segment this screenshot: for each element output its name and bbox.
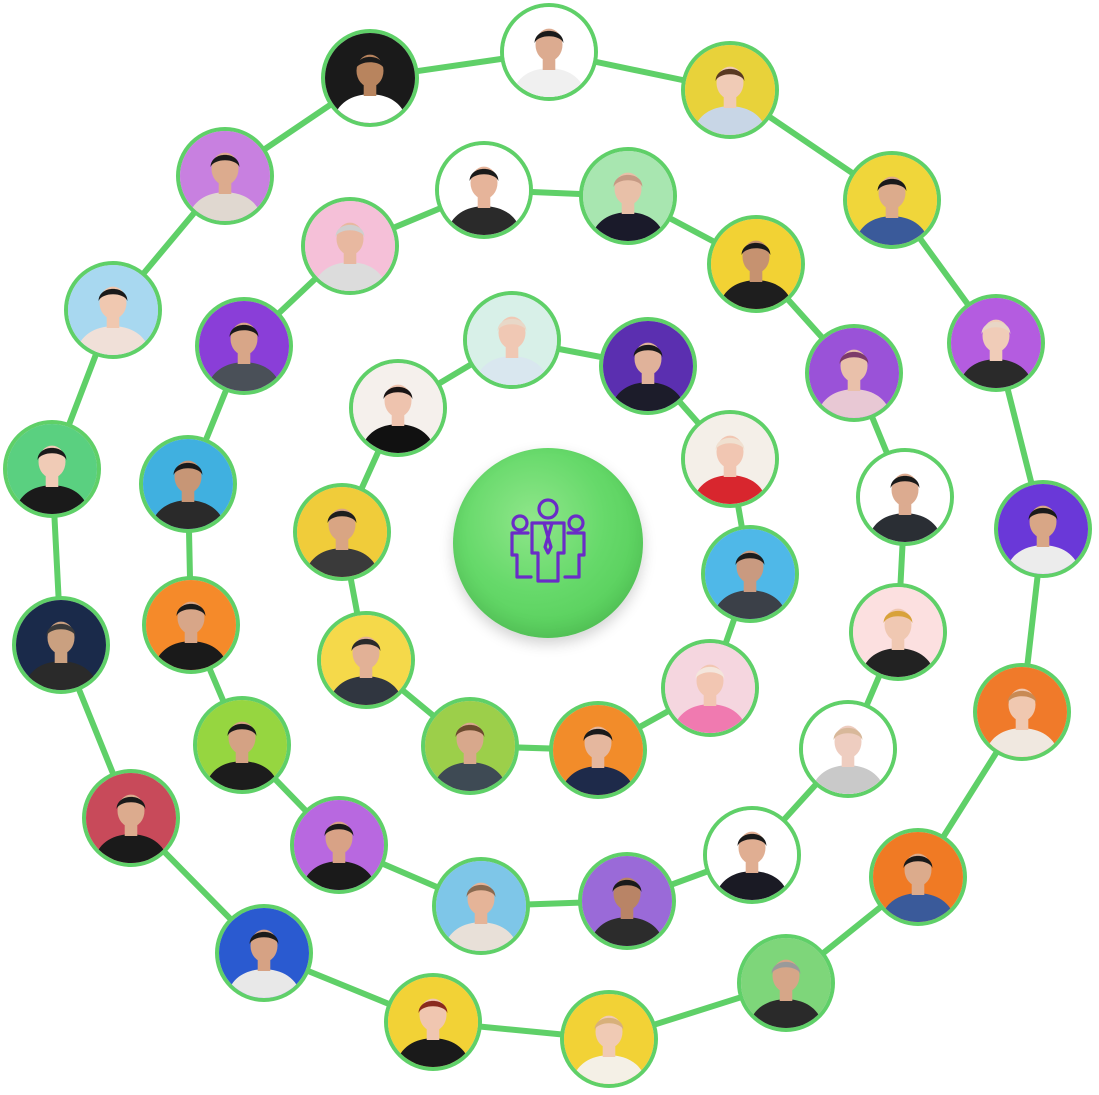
avatar: [681, 410, 779, 508]
avatar: [82, 769, 180, 867]
avatar: [737, 934, 835, 1032]
avatar: [12, 596, 110, 694]
avatar: [799, 700, 897, 798]
avatar: [435, 141, 533, 239]
avatar: [432, 857, 530, 955]
avatar: [3, 420, 101, 518]
avatar: [994, 480, 1092, 578]
avatar: [849, 583, 947, 681]
avatar: [661, 639, 759, 737]
avatar: [293, 483, 391, 581]
avatar: [193, 696, 291, 794]
avatar: [64, 261, 162, 359]
avatar: [500, 3, 598, 101]
avatar: [421, 697, 519, 795]
team-group-icon: [510, 498, 586, 583]
avatar: [560, 990, 658, 1088]
avatar: [384, 973, 482, 1071]
avatar: [578, 852, 676, 950]
avatar: [869, 828, 967, 926]
avatar: [349, 359, 447, 457]
avatar: [321, 29, 419, 127]
center-hub: [453, 448, 643, 638]
avatar: [856, 448, 954, 546]
avatar: [290, 796, 388, 894]
avatar: [805, 324, 903, 422]
avatar: [463, 291, 561, 389]
avatar: [195, 297, 293, 395]
avatar: [139, 435, 237, 533]
avatar: [301, 197, 399, 295]
avatar: [703, 806, 801, 904]
avatar: [215, 904, 313, 1002]
avatar: [707, 215, 805, 313]
avatar: [947, 294, 1045, 392]
avatar: [701, 525, 799, 623]
avatar: [176, 127, 274, 225]
avatar: [681, 41, 779, 139]
avatar: [599, 317, 697, 415]
avatar: [973, 663, 1071, 761]
avatar: [549, 701, 647, 799]
avatar: [317, 611, 415, 709]
avatar: [579, 147, 677, 245]
avatar: [843, 151, 941, 249]
avatar: [142, 576, 240, 674]
